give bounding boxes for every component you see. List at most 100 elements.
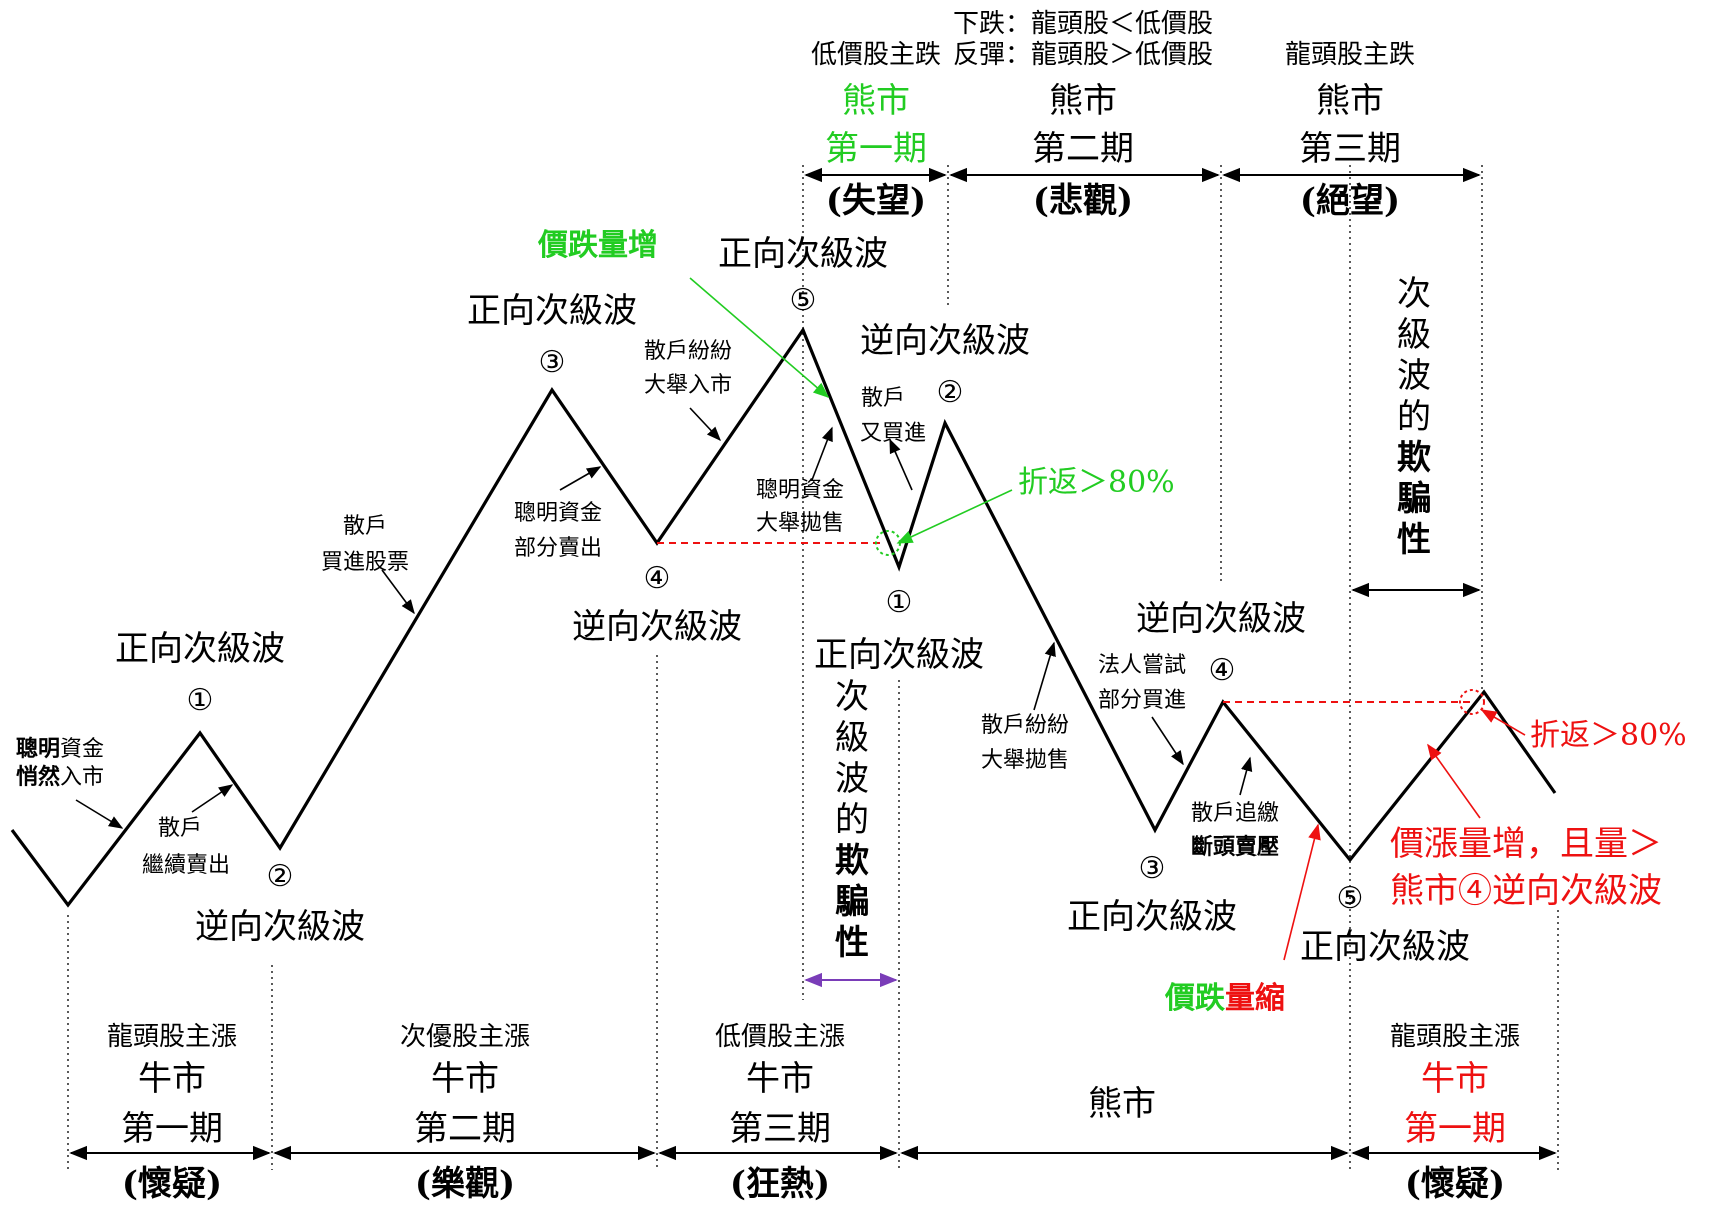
wave2-number: ②: [267, 859, 294, 894]
bull-p2-name: 牛市: [431, 1059, 499, 1099]
retail-rebuy-1: 散戶: [861, 386, 905, 411]
bear-p2-name: 熊市: [1049, 81, 1117, 121]
bear-p3-name: 熊市: [1316, 81, 1384, 121]
bear-wave4-number: ④: [1209, 653, 1236, 688]
bear-p2-mood: (悲觀): [1033, 181, 1133, 221]
deception-char: 波: [835, 759, 869, 799]
price-up-vol-2: 熊市④逆向次級波: [1390, 871, 1662, 911]
bear-wave3-number: ③: [1139, 851, 1166, 886]
bull-p1-top: 龍頭股主漲: [107, 1022, 237, 1052]
bull-p3-name: 牛市: [746, 1059, 814, 1099]
bull-p4-name: 牛市: [1421, 1059, 1489, 1099]
deception-char: 的: [835, 800, 869, 840]
deception-char: 的: [1397, 397, 1431, 437]
wave3-number: ③: [539, 345, 566, 380]
deception-char: 次: [835, 677, 869, 717]
bear-wave5-label: 正向次級波: [1300, 927, 1470, 967]
phase-separators: [67, 165, 1559, 1170]
smart-quiet-word3: 悄然: [16, 764, 60, 790]
price-drop-vol-up-label: 價跌量增: [537, 228, 658, 263]
smart-quiet-word2: 資金: [60, 737, 104, 762]
bull-p4-mood: (懷疑): [1405, 1164, 1505, 1204]
bull-p2-stage: 第二期: [414, 1109, 516, 1149]
deception-char: 級: [835, 718, 869, 758]
retrace-label-1: 折返＞80%: [1018, 465, 1175, 500]
bear-p2-top1: 下跌：龍頭股＜低價股: [953, 9, 1213, 39]
deception-char: 性: [835, 923, 869, 963]
wave1-number: ①: [187, 683, 214, 718]
bear-p3-mood: (絕望): [1300, 181, 1400, 221]
bull-p2-mood: (樂觀): [415, 1164, 515, 1204]
bull-p4-top: 龍頭股主漲: [1390, 1022, 1520, 1052]
bear-p1-stage: 第一期: [825, 129, 927, 169]
bull-p4-stage: 第一期: [1404, 1109, 1506, 1149]
bear-phase-arrows: [804, 167, 1481, 598]
bear-p3-stage: 第三期: [1299, 129, 1401, 169]
bear-wave2-number: ②: [937, 375, 964, 410]
bear-wave2-label: 逆向次級波: [860, 321, 1030, 361]
bear-p3-top: 龍頭股主跌: [1285, 40, 1415, 70]
price-drop-word: 價跌: [1164, 981, 1225, 1016]
bear-p1-name: 熊市: [842, 81, 910, 121]
bear-wave5-number: ⑤: [1337, 881, 1364, 916]
price-up-vol-1: 價漲量增，且量＞: [1390, 824, 1662, 864]
bull-p1-mood: (懷疑): [122, 1164, 222, 1204]
annotation-arrows: [75, 407, 1253, 829]
wave3-label: 正向次級波: [467, 291, 637, 331]
bull-p1-name: 牛市: [138, 1059, 206, 1099]
retail-rebuy-2: 又買進: [860, 421, 926, 446]
price-drop-vol-up: 價跌量增: [537, 228, 658, 263]
bull-p3-stage: 第三期: [729, 1109, 831, 1149]
inst-try-1: 法人嘗試: [1098, 653, 1186, 678]
retail-dump-2: 大舉拋售: [981, 748, 1069, 773]
deception-char: 騙: [1397, 479, 1431, 519]
smart-partial-2: 部分賣出: [514, 536, 602, 561]
retail-chase-2: 斷頭賣壓: [1191, 834, 1279, 860]
bear-wave4-label: 逆向次級波: [1136, 599, 1306, 639]
price-zigzag-line: [10, 326, 1557, 908]
wave1-label: 正向次級波: [115, 629, 285, 669]
bull-p1-stage: 第一期: [121, 1109, 223, 1149]
retail-keep-selling-1: 散戶: [158, 816, 202, 841]
deception-char: 波: [1397, 356, 1431, 396]
retail-rush-1: 散戶紛紛: [644, 339, 732, 364]
price-drop-vol-up-arrow: [689, 277, 830, 399]
deception-char: 欺: [835, 841, 869, 881]
price-drop-vol-down: 價跌量縮: [1164, 981, 1285, 1016]
retail-keep-selling-2: 繼續賣出: [142, 853, 230, 878]
retrace-label-2: 折返＞80%: [1530, 718, 1687, 753]
retail-chase-1: 散戶追繳: [1191, 801, 1279, 826]
bear-market-bottom-label: 熊市: [1088, 1084, 1156, 1124]
deception-char: 騙: [835, 882, 869, 922]
deception-char: 級: [1397, 315, 1431, 355]
retrace-circle-2: [1459, 689, 1485, 715]
bull-p3-top: 低價股主漲: [715, 1022, 845, 1052]
retail-buy-1: 散戶: [343, 514, 387, 539]
wave5-label: 正向次級波: [718, 234, 888, 274]
vol-down-word: 量縮: [1225, 981, 1285, 1016]
bear-p1-mood: (失望): [826, 181, 926, 221]
bear-wave1-number: ①: [886, 585, 913, 620]
bull-p2-top: 次優股主漲: [400, 1022, 530, 1052]
retail-rush-2: 大舉入市: [644, 373, 732, 398]
smart-dump-1: 聰明資金: [756, 478, 844, 503]
wave5-number: ⑤: [790, 283, 817, 318]
bear-p2-top2: 反彈：龍頭股＞低價股: [953, 40, 1213, 70]
bear-wave1-label: 正向次級波: [814, 635, 984, 675]
deception-char: 性: [1397, 520, 1431, 560]
retail-buy-2: 買進股票: [321, 550, 409, 575]
bear-p2-stage: 第二期: [1032, 129, 1134, 169]
wave4-number: ④: [644, 561, 671, 596]
wave2-label: 逆向次級波: [195, 907, 365, 947]
smart-quiet-word4: 入市: [60, 765, 104, 790]
wave4-label: 逆向次級波: [572, 607, 742, 647]
price-drop-vol-down-arrow: [1283, 823, 1321, 961]
inst-try-2: 部分買進: [1098, 688, 1186, 713]
retrace-arrow-2: [1480, 709, 1526, 736]
smart-partial-1: 聰明資金: [514, 501, 602, 526]
smart-quiet-text-2: 悄然入市: [16, 764, 104, 790]
retail-dump-1: 散戶紛紛: [981, 713, 1069, 738]
